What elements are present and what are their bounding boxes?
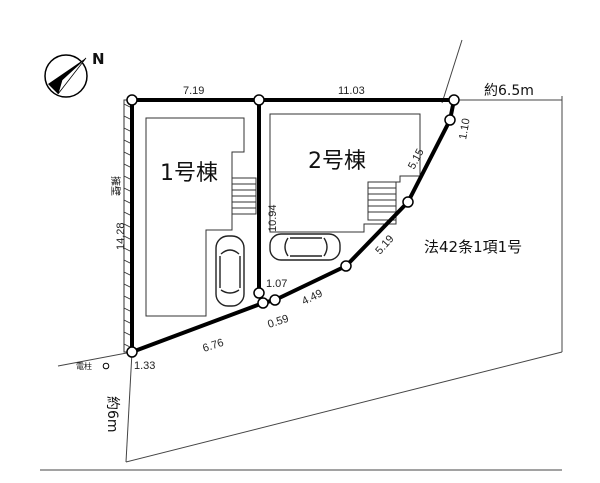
building-1-label: 1号棟 bbox=[160, 161, 218, 186]
building-2-footprint bbox=[269, 113, 421, 233]
road-lines bbox=[40, 39, 563, 471]
road-right-width: 約6.5m bbox=[484, 83, 534, 99]
dim-divider: 10.94 bbox=[267, 204, 279, 232]
road-edge-bottom bbox=[125, 351, 563, 463]
dim-bottom-corner: 1.33 bbox=[134, 360, 155, 372]
lot-boundary bbox=[130, 98, 456, 354]
dim-top-right: 11.03 bbox=[338, 85, 365, 97]
dim-bottom-left: 6.76 bbox=[201, 337, 225, 355]
road-edge-left-vertical bbox=[125, 351, 133, 463]
car-icon bbox=[215, 235, 245, 307]
building-2-label: 2号棟 bbox=[308, 149, 366, 174]
north-label: N bbox=[92, 50, 105, 68]
dim-left-side: 14.28 bbox=[115, 222, 127, 250]
dim-bottom-mid: 4.49 bbox=[300, 288, 325, 308]
building-1-footprint bbox=[145, 117, 257, 317]
compass-icon: N bbox=[44, 50, 105, 98]
road-classification: 法42条1項1号 bbox=[424, 238, 522, 256]
dim-divider-bottom: 1.07 bbox=[266, 278, 287, 290]
retaining-wall-label: 擁壁 bbox=[109, 176, 122, 196]
road-left-width: 約6m bbox=[104, 396, 120, 433]
car-icon bbox=[269, 233, 341, 261]
dim-top-left: 7.19 bbox=[183, 85, 204, 97]
utility-pole-icon bbox=[102, 362, 110, 370]
road-edge-left bbox=[57, 351, 133, 367]
boundary-markers bbox=[126, 94, 460, 358]
dim-bottom-small: 0.59 bbox=[266, 313, 290, 331]
utility-pole-label: 電柱 bbox=[76, 361, 92, 371]
road-edge-north bbox=[441, 39, 463, 104]
dim-right-top: 1.10 bbox=[457, 117, 473, 140]
